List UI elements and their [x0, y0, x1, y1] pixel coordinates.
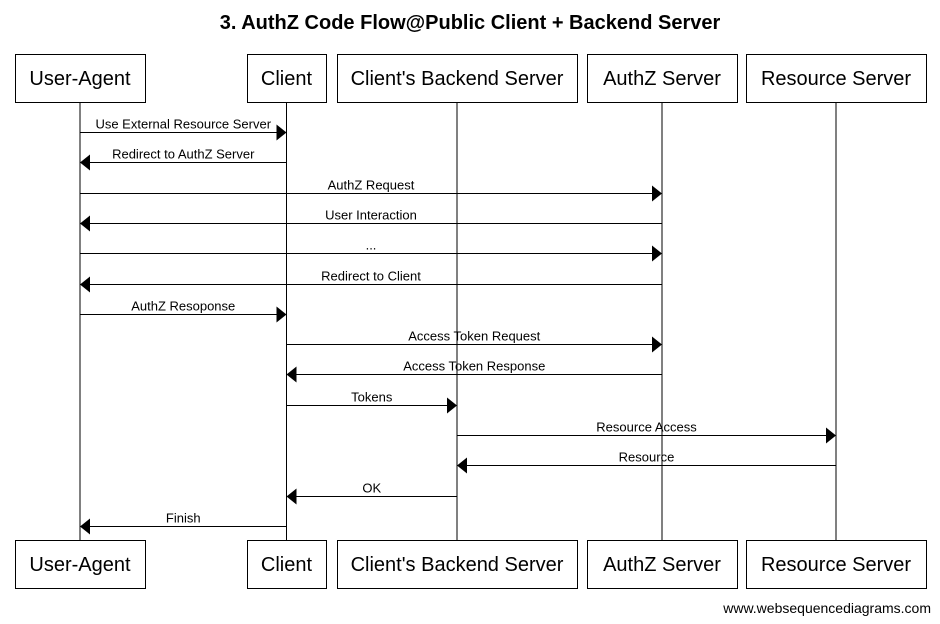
arrowhead-icon	[80, 215, 90, 232]
arrowhead-icon	[652, 336, 662, 353]
message-label: ...	[366, 238, 377, 253]
message-4: User Interaction	[80, 208, 662, 232]
participant-label-client-top: Client	[261, 68, 313, 90]
participant-label-user-agent-top: User-Agent	[29, 68, 131, 90]
participant-label-resource-top: Resource Server	[761, 68, 911, 90]
message-label: OK	[362, 481, 381, 496]
message-11: Resource Access	[457, 420, 836, 444]
message-1: Use External Resource Server	[80, 117, 287, 141]
message-10: Tokens	[286, 390, 457, 414]
message-label: Redirect to Client	[321, 269, 421, 284]
arrowhead-icon	[286, 366, 297, 383]
participant-label-resource-bottom: Resource Server	[761, 554, 911, 576]
message-9: Access Token Response	[286, 359, 662, 383]
message-7: AuthZ Resoponse	[80, 299, 287, 323]
participant-label-client-bottom: Client	[261, 554, 313, 576]
message-2: Redirect to AuthZ Server	[80, 147, 287, 171]
arrowhead-icon	[457, 457, 467, 474]
arrowhead-icon	[276, 306, 287, 323]
arrowhead-icon	[652, 245, 662, 262]
participant-boxes: User-AgentUser-AgentClientClientClient's…	[15, 54, 927, 589]
message-label: AuthZ Request	[328, 178, 415, 193]
footer-watermark: www.websequencediagrams.com	[722, 600, 931, 616]
message-label: Resource	[619, 450, 675, 465]
participant-box-client-top	[247, 54, 327, 103]
participant-label-authz-bottom: AuthZ Server	[603, 554, 721, 576]
message-label: Finish	[166, 511, 201, 526]
participant-label-backend-top: Client's Backend Server	[351, 68, 564, 90]
arrowhead-icon	[80, 154, 90, 171]
participant-box-resource-top	[746, 54, 927, 103]
participant-label-authz-top: AuthZ Server	[603, 68, 721, 90]
participant-label-backend-bottom: Client's Backend Server	[351, 554, 564, 576]
participant-box-authz-bottom	[587, 540, 738, 589]
message-label: Tokens	[351, 390, 393, 405]
message-label: Resource Access	[596, 420, 697, 435]
message-12: Resource	[457, 450, 836, 474]
arrowhead-icon	[276, 124, 287, 141]
participant-box-backend-top	[337, 54, 578, 103]
message-label: Access Token Response	[403, 359, 545, 374]
message-13: OK	[286, 481, 457, 505]
diagram-title: 3. AuthZ Code Flow@Public Client + Backe…	[220, 12, 721, 34]
arrowhead-icon	[447, 397, 457, 414]
participant-box-backend-bottom	[337, 540, 578, 589]
message-14: Finish	[80, 511, 287, 535]
message-5: ...	[80, 238, 662, 262]
message-label: Access Token Request	[408, 329, 540, 344]
arrowhead-icon	[80, 518, 90, 535]
arrowhead-icon	[80, 276, 90, 293]
participant-box-resource-bottom	[746, 540, 927, 589]
message-label: Use External Resource Server	[95, 117, 271, 132]
participant-box-client-bottom	[247, 540, 327, 589]
arrowhead-icon	[826, 427, 836, 444]
lifelines	[79, 102, 837, 540]
participant-label-user-agent-bottom: User-Agent	[29, 554, 131, 576]
arrowhead-icon	[652, 185, 662, 202]
participant-box-user-agent-bottom	[15, 540, 146, 589]
message-3: AuthZ Request	[80, 178, 662, 202]
participant-box-user-agent-top	[15, 54, 146, 103]
arrowhead-icon	[286, 488, 297, 505]
message-label: User Interaction	[325, 208, 417, 223]
participant-box-authz-top	[587, 54, 738, 103]
message-label: AuthZ Resoponse	[131, 299, 235, 314]
message-label: Redirect to AuthZ Server	[112, 147, 255, 162]
message-6: Redirect to Client	[80, 269, 662, 293]
message-8: Access Token Request	[286, 329, 662, 353]
